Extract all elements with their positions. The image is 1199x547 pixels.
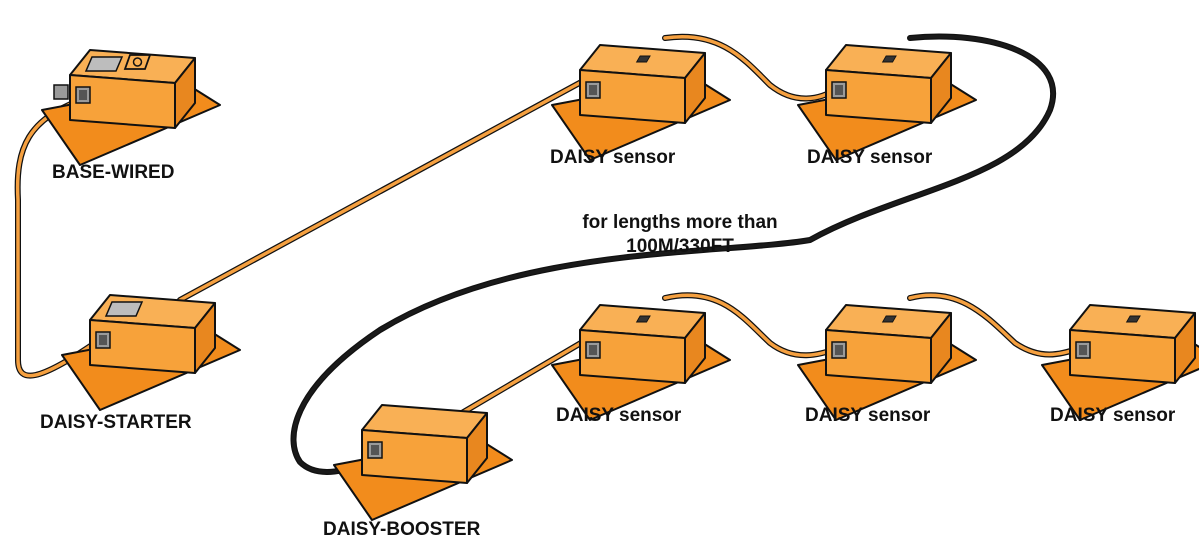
cable-port-inner — [371, 445, 379, 455]
daisy-sensor-4-device — [797, 304, 977, 421]
length-note-line2: 100M/330FT — [626, 236, 734, 257]
device-side — [194, 302, 216, 374]
label-daisy-starter: DAISY-STARTER — [40, 412, 192, 433]
cable-daisy-sensor-3-to-daisy-sensor-4 — [662, 292, 841, 359]
daisy-starter-device — [61, 294, 241, 411]
power-symbol-icon — [132, 57, 143, 67]
base-wired-device — [41, 49, 221, 166]
device-side — [466, 412, 488, 484]
device-side — [684, 52, 706, 124]
label-base-wired: BASE-WIRED — [52, 162, 175, 183]
sensor-led — [1125, 315, 1141, 323]
power-icon — [123, 54, 152, 70]
orange-cable — [15, 98, 94, 378]
daisy-booster-device — [333, 404, 513, 521]
device-side — [1174, 312, 1196, 384]
ethernet-port-icon — [53, 84, 69, 100]
device-side — [684, 312, 706, 384]
cable-port-inner — [99, 335, 107, 345]
label-daisy-sensor-4: DAISY sensor — [805, 405, 931, 426]
device-side — [930, 52, 952, 124]
daisy-sensor-2-device — [797, 44, 977, 161]
sensor-led — [635, 55, 651, 63]
devices-layer — [41, 44, 1199, 521]
orange-cable — [663, 35, 840, 101]
cable-port-inner — [79, 90, 87, 100]
length-note-line1: for lengths more than — [582, 212, 778, 233]
cables-layer — [14, 33, 1083, 475]
daisy-sensor-1-device — [551, 44, 731, 161]
cable-port-inner — [1079, 345, 1087, 355]
daisy-sensor-5-device — [1041, 304, 1199, 421]
orange-cable — [178, 78, 587, 302]
cable-daisy-booster-to-daisy-sensor-3 — [447, 337, 589, 423]
label-daisy-sensor-2: DAISY sensor — [807, 147, 933, 168]
daisy-sensor-3-device — [551, 304, 731, 421]
cable-port-inner — [835, 345, 843, 355]
device-side — [174, 57, 196, 129]
sensor-led — [881, 55, 897, 63]
sensor-led — [881, 315, 897, 323]
orange-cable — [908, 293, 1082, 357]
cable-port-inner — [835, 85, 843, 95]
cable-daisy-sensor-4-to-daisy-sensor-5 — [907, 292, 1083, 358]
label-daisy-sensor-5: DAISY sensor — [1050, 405, 1176, 426]
cable-daisy-sensor-2-to-daisy-booster — [290, 33, 1056, 475]
orange-cable — [663, 293, 840, 357]
cable-port-inner — [589, 345, 597, 355]
cable-base-wired-to-daisy-starter — [14, 97, 95, 379]
device-side — [930, 312, 952, 384]
cable-daisy-starter-to-daisy-sensor-1 — [177, 77, 588, 303]
label-panel — [84, 56, 124, 72]
label-daisy-sensor-1: DAISY sensor — [550, 147, 676, 168]
cable-port-inner — [589, 85, 597, 95]
label-daisy-sensor-3: DAISY sensor — [556, 405, 682, 426]
orange-cable — [448, 338, 588, 422]
sensor-led — [635, 315, 651, 323]
black-cable — [291, 34, 1055, 474]
cable-daisy-sensor-1-to-daisy-sensor-2 — [662, 33, 841, 102]
label-panel — [104, 301, 144, 317]
label-daisy-booster: DAISY-BOOSTER — [323, 519, 481, 540]
